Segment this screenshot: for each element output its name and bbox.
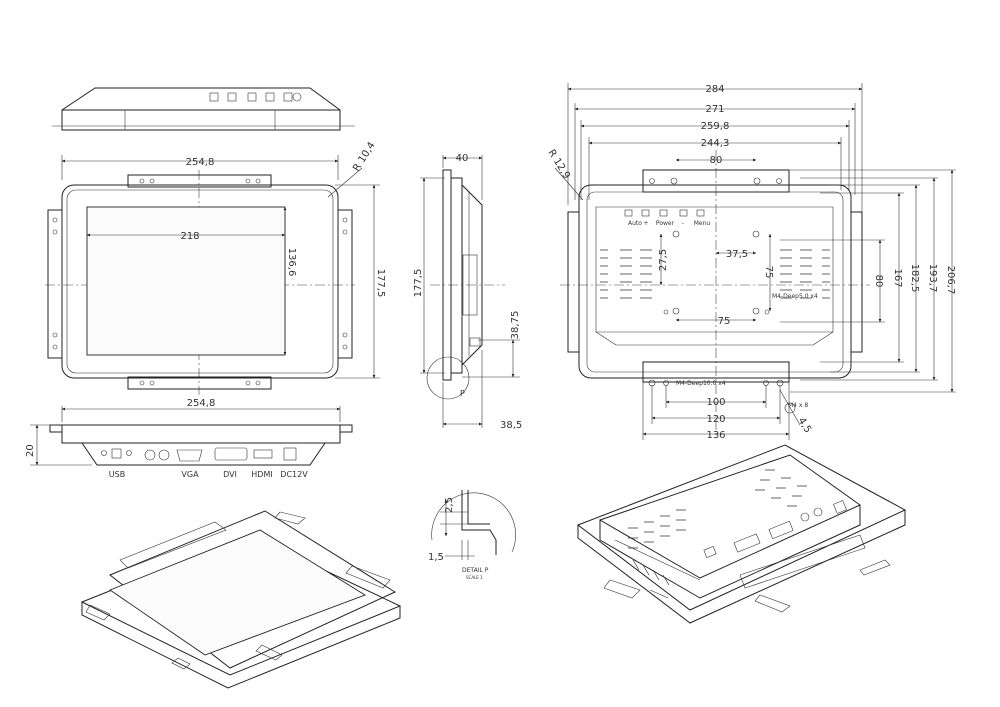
rear-height-206: 206,7 — [945, 266, 956, 295]
detail-scale: SCALE 1 — [466, 575, 483, 580]
btn-label-menu: Menu — [694, 220, 711, 227]
rear-width-244: 244,3 — [701, 138, 730, 149]
detail-dim-a: 2,5 — [444, 497, 455, 513]
dc-port-icon — [283, 447, 297, 461]
btn-label-power: Power — [656, 220, 675, 227]
active-height: 136,6 — [286, 248, 297, 277]
rear-bottom-120: 120 — [706, 414, 725, 425]
rear-width-271: 271 — [705, 104, 724, 115]
vga-port-icon — [176, 449, 203, 462]
usb-port-icon — [111, 448, 122, 459]
bracket-offset: 38,75 — [510, 311, 521, 340]
screw-note-m4x8: M4 x 8 — [788, 402, 808, 409]
port-label-hdmi: HDMI — [251, 470, 272, 479]
btn-label-auto: Auto — [628, 220, 642, 227]
corner-radius: R 10,4 — [351, 140, 378, 173]
port-label-dc12v: DC12V — [280, 470, 308, 479]
rear-bottom-100: 100 — [706, 397, 725, 408]
rear-height-182: 182,5 — [909, 264, 920, 293]
port-view-width: 254,8 — [187, 398, 216, 409]
rear-height-167: 167 — [892, 268, 903, 287]
hdmi-port-icon — [253, 449, 273, 459]
side-view: 40 177,5 38,75 38,5 P — [413, 153, 522, 431]
btn-label-minus: - — [682, 220, 684, 227]
top-view-width: 254,8 — [186, 157, 215, 168]
port-label-vga: VGA — [181, 470, 199, 479]
detail-marker: P — [460, 389, 465, 398]
port-label-usb: USB — [109, 470, 125, 479]
btn-label-plus: + — [643, 220, 648, 227]
bracket-depth: 38,5 — [500, 420, 522, 431]
screw-note-deep10: M4-Deep10.0 x4 — [676, 380, 726, 387]
dim-27-5: 27,5 — [658, 249, 669, 271]
detail-p: 2,5 1,5 DETAIL P SCALE 1 — [428, 490, 516, 580]
top-edge-view — [52, 87, 355, 131]
rear-vents — [600, 249, 830, 299]
dim-75-horizontal: 75 — [718, 316, 731, 327]
detail-title: DETAIL P — [462, 567, 489, 574]
isometric-front-view — [80, 510, 402, 689]
rear-height-80: 80 — [873, 275, 884, 288]
side-depth: 40 — [456, 153, 469, 164]
screw-note-deep5: M4-Deep5.0 x4 — [772, 293, 818, 300]
rear-bottom-136: 136 — [706, 430, 725, 441]
rear-width-259: 259,8 — [701, 121, 730, 132]
rear-angle: 4,5 — [795, 416, 813, 435]
dim-75-vertical: 75 — [763, 266, 774, 279]
isometric-rear-view — [576, 444, 907, 624]
rear-height-193: 193,7 — [927, 264, 938, 293]
port-label-dvi: DVI — [223, 470, 237, 479]
vesa-top: 80 — [710, 155, 723, 166]
dvi-port-icon — [214, 447, 248, 461]
port-view: 254,8 20 USB VGA DVI HDMI DC12V — [25, 398, 353, 479]
port-view-height: 20 — [25, 444, 36, 457]
active-width: 218 — [180, 231, 199, 242]
rear-width-284: 284 — [705, 84, 724, 95]
overall-height: 177,5 — [375, 269, 386, 298]
vesa-half: 37,5 — [726, 249, 748, 260]
detail-dim-b: 1,5 — [428, 552, 444, 563]
front-monitor-view: 254,8 218 136,6 177,5 R 10,4 — [45, 140, 386, 395]
side-height: 177,5 — [413, 269, 424, 298]
rear-view: 284 271 259,8 244,3 Auto — [545, 83, 956, 441]
